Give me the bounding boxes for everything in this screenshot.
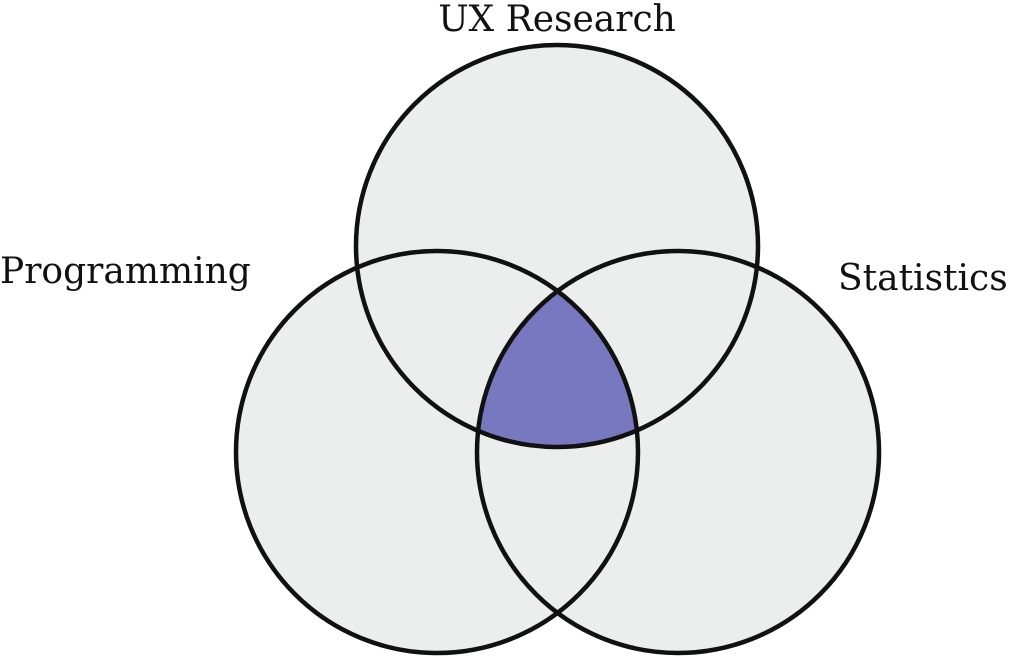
circle-ux-research bbox=[353, 42, 761, 450]
label-ux-research: UX Research bbox=[438, 0, 676, 40]
label-statistics: Statistics bbox=[838, 258, 1008, 299]
label-programming: Programming bbox=[0, 251, 251, 292]
circle-programming bbox=[233, 248, 641, 656]
circle-outlines bbox=[233, 42, 882, 656]
circle-statistics bbox=[474, 248, 882, 656]
